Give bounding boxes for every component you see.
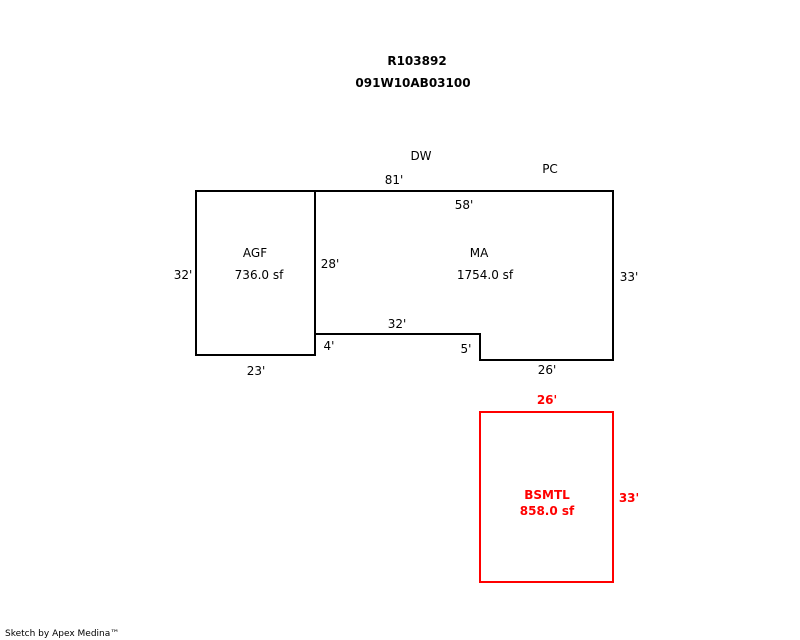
bsmtl-outline <box>479 411 614 583</box>
ma-outline <box>314 190 614 361</box>
ma-dim-notch-top: 32' <box>388 317 407 331</box>
ma-name: MA <box>470 246 489 260</box>
pc-label: PC <box>542 162 558 176</box>
ma-dim-left: 28' <box>321 257 340 271</box>
bsmtl-area: 858.0 sf <box>520 504 575 518</box>
sketch-credit: Sketch by Apex Medina™ <box>5 629 119 639</box>
agf-dim-left: 32' <box>174 268 193 282</box>
map-number: 091W10AB03100 <box>355 76 470 90</box>
bsmtl-dim-top: 26' <box>537 393 557 407</box>
ma-dim-notch-left: 4' <box>324 339 335 353</box>
ma-dim-right: 33' <box>620 270 639 284</box>
agf-area: 736.0 sf <box>235 268 284 282</box>
agf-dim-bottom: 23' <box>247 364 266 378</box>
ma-dim-top: 58' <box>455 198 474 212</box>
ma-dim-bottom: 26' <box>538 363 557 377</box>
ma-dim-notch-right: 5' <box>461 342 472 356</box>
agf-name: AGF <box>243 246 267 260</box>
dw-label: DW <box>410 149 431 163</box>
ma-area: 1754.0 sf <box>457 268 514 282</box>
bsmtl-dim-right: 33' <box>619 491 639 505</box>
bsmtl-name: BSMTL <box>524 488 570 502</box>
ma-dim-top-outer: 81' <box>385 173 404 187</box>
parcel-id: R103892 <box>387 54 446 68</box>
